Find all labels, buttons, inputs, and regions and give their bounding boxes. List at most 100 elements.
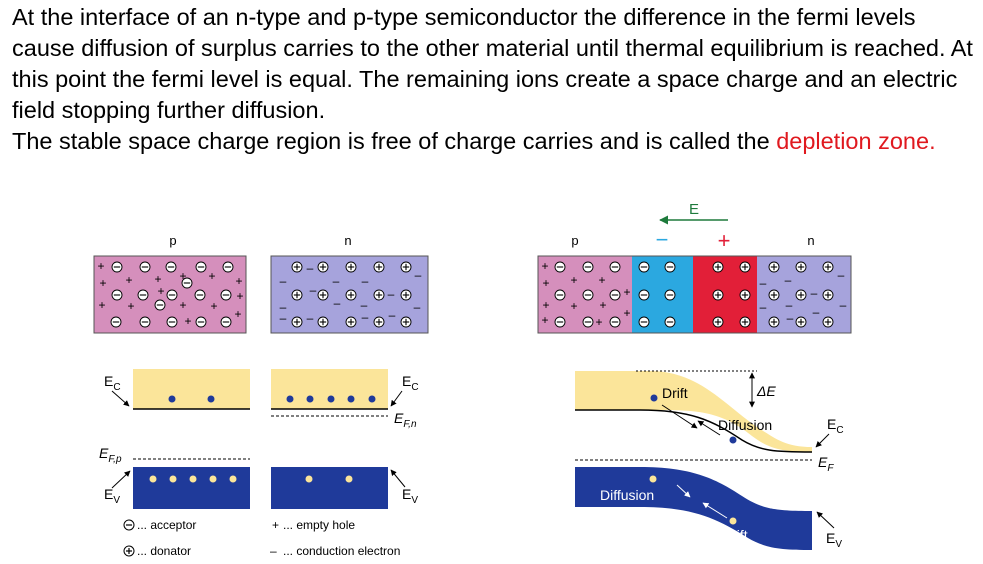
electron-symbol: – [415, 268, 422, 282]
electron-symbol: – [362, 274, 369, 288]
hole-dot [649, 475, 657, 483]
field-label: E [689, 201, 699, 218]
diffusion-bottom-label: Diffusion [600, 487, 654, 503]
diffusion-top-label: Diffusion [718, 417, 772, 433]
hole-symbol: + [599, 298, 606, 312]
hole-symbol: + [570, 273, 577, 287]
hole-symbol: + [236, 289, 243, 303]
hole-symbol: + [623, 306, 630, 320]
right-junction-diagram: E p − + n +++++++++++––––––––– ΔE Drift … [537, 201, 852, 550]
p-block-ions: +++++++++++++++ [97, 259, 243, 328]
ec-label-left: EC [104, 373, 121, 393]
n-block-ions: ––––––––––––––– [280, 261, 422, 328]
electron-symbol: – [388, 287, 395, 301]
hole-symbol: + [127, 299, 134, 313]
ef-p-label: EF,p [99, 445, 122, 465]
ef-label-junction: EF [818, 454, 834, 474]
hole-symbol: + [157, 284, 164, 298]
ev-label-junction: EV [826, 530, 842, 550]
hole-symbol: + [623, 285, 630, 299]
legend: ... acceptor ... donator + ... empty hol… [123, 518, 400, 558]
p-label-right: p [571, 233, 578, 248]
electron-symbol: – [813, 305, 820, 319]
hole-dot [305, 475, 313, 483]
electron-dot [729, 436, 737, 444]
electron-symbol: – [811, 286, 818, 300]
hole-symbol: + [542, 276, 549, 290]
depletion-zone-highlight: depletion zone. [776, 128, 936, 154]
electron-dot [650, 394, 658, 402]
electron-symbol: – [787, 311, 794, 325]
electron-symbol: – [310, 283, 317, 297]
valence-band-bent [575, 467, 812, 550]
legend-electron: ... conduction electron [283, 544, 400, 558]
electron-symbol: – [838, 268, 845, 282]
electron-symbol: – [760, 276, 767, 290]
sentence-1: At the interface of an n-type and p-type… [12, 4, 973, 123]
electron-symbol: – [361, 298, 368, 312]
junction-ions: +++++++++++––––––––– [541, 259, 846, 329]
hole-symbol: + [154, 272, 161, 286]
hole-symbol: + [541, 313, 548, 327]
ec-pointer-right [390, 390, 403, 407]
drift-top-label: Drift [662, 385, 688, 401]
hole-dot [189, 475, 197, 483]
electron-symbol: – [333, 274, 340, 288]
left-separated-diagram: p n +++++++++++++++ ––––––––––––––– [93, 233, 429, 558]
drift-top-arrow [661, 404, 698, 429]
conduction-band-p [133, 369, 250, 409]
electron-symbol: – [414, 300, 421, 314]
electron-dot [306, 395, 314, 403]
electron-dot [207, 395, 215, 403]
hole-symbol: + [125, 273, 132, 287]
junction-outline [537, 255, 852, 334]
electron-symbol: – [785, 273, 792, 287]
hole-symbol: + [595, 315, 602, 329]
legend-donator: ... donator [137, 544, 191, 558]
hole-symbol: + [98, 298, 105, 312]
hole-symbol: + [235, 274, 242, 288]
hole-symbol: + [99, 276, 106, 290]
p-label-left: p [169, 233, 176, 248]
n-label-right: n [807, 233, 814, 248]
legend-acceptor: ... acceptor [137, 518, 196, 532]
ec-line-bent [575, 409, 813, 453]
conduction-band-n [271, 369, 388, 409]
ec-pointer-junction [815, 433, 830, 448]
electron-dot [347, 395, 355, 403]
diffusion-bottom-arrow [676, 484, 691, 498]
hole-symbol: + [234, 307, 241, 321]
hole-symbol: + [97, 259, 104, 273]
hole-dot [229, 475, 237, 483]
ec-pointer-left [111, 390, 130, 407]
ev-pointer-left [111, 470, 131, 489]
ev-pointer-right [390, 469, 406, 488]
ev-label-right: EV [402, 486, 418, 506]
hole-symbol: + [208, 269, 215, 283]
electron-symbol: – [280, 274, 287, 288]
electron-symbol-icon: – [270, 544, 277, 558]
plus-sign: + [718, 228, 731, 253]
minus-sign: − [656, 227, 669, 252]
hole-dot [729, 517, 737, 525]
drift-bottom-label: Drift [722, 527, 748, 543]
hole-symbol: + [598, 273, 605, 287]
n-label-left: n [344, 233, 351, 248]
hole-symbol: + [570, 299, 577, 313]
hole-dot [169, 475, 177, 483]
diffusion-top-arrow [697, 420, 721, 436]
legend-hole: ... empty hole [283, 518, 355, 532]
electron-symbol: – [840, 298, 847, 312]
ef-n-label: EF,n [394, 410, 417, 430]
electron-symbol: – [786, 298, 793, 312]
hole-symbol: + [542, 298, 549, 312]
hole-dot [149, 475, 157, 483]
hole-symbol: + [179, 269, 186, 283]
electron-symbol: – [389, 308, 396, 322]
sentence-2: The stable space charge region is free o… [12, 128, 777, 154]
electron-dot [327, 395, 335, 403]
hole-dot [345, 475, 353, 483]
valence-band-n [271, 467, 388, 509]
conduction-band-bent [575, 371, 812, 452]
